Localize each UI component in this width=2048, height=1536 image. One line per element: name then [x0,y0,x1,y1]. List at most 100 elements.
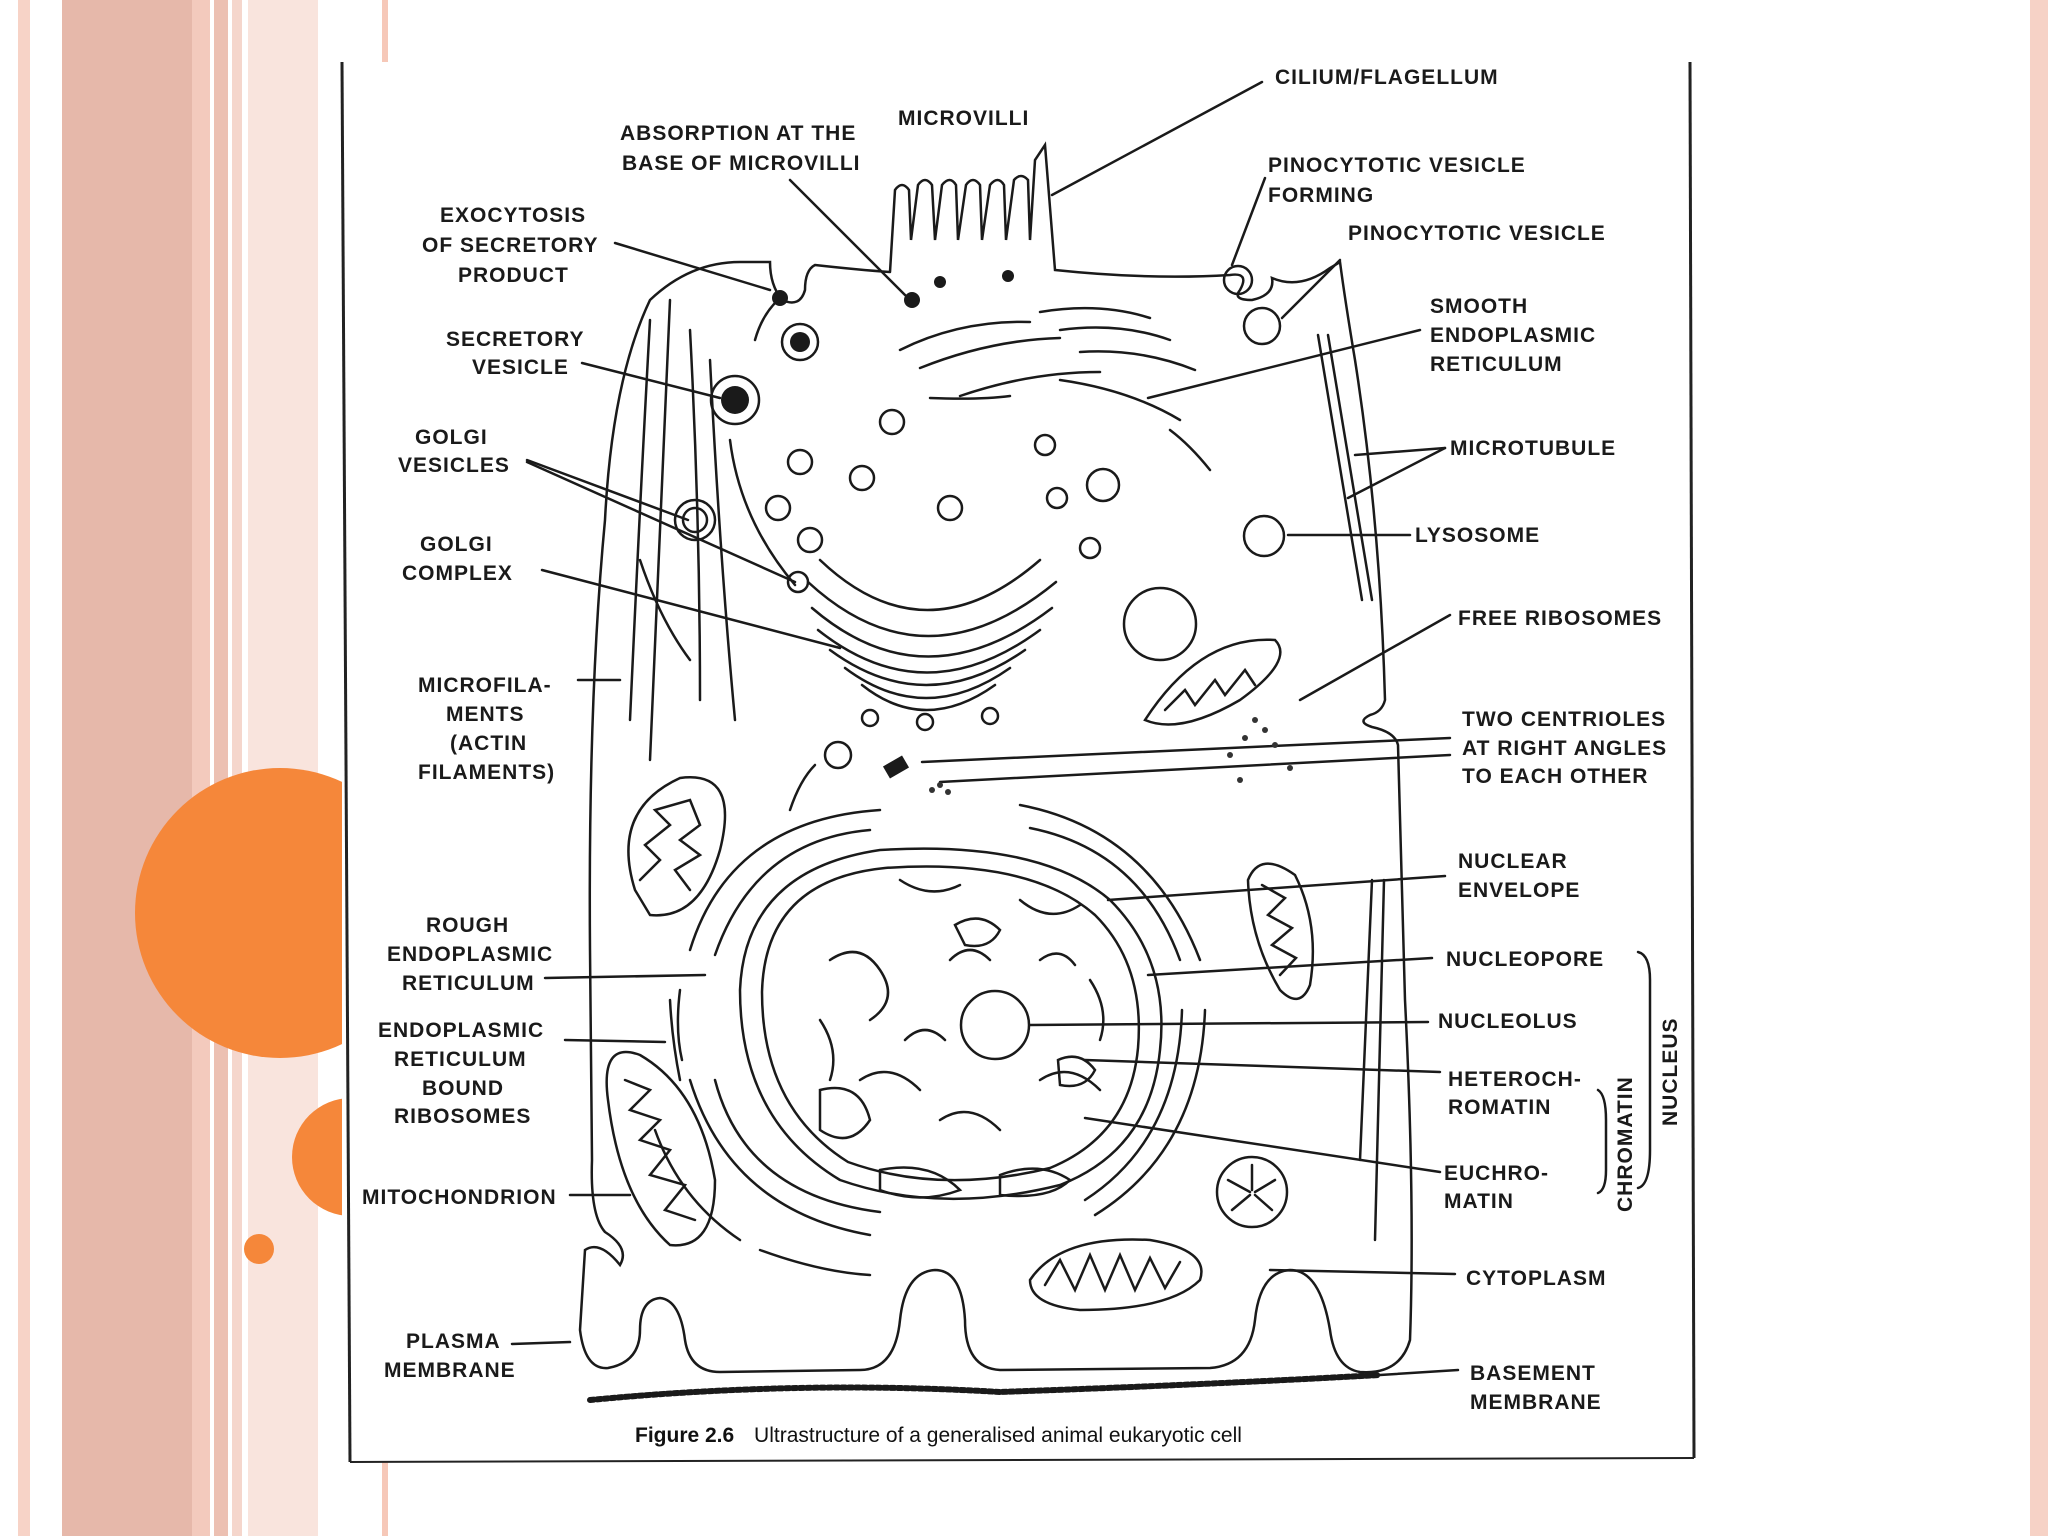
basement-membrane [587,1372,1383,1403]
heterochromatin-blob-1 [953,917,1002,948]
heterochromatin-blob-3 [818,1086,872,1140]
nuclear-envelope-outer [738,847,1163,1201]
leader-nuclear-env [1106,874,1447,902]
label-golgi-complex-1: GOLGI [420,533,493,556]
label-rough-er-3: RETICULUM [402,972,535,995]
label-basement-2: MEMBRANE [1470,1391,1602,1414]
leader-euchromatin [1083,1116,1442,1174]
rough-er-outer [676,803,1207,1237]
label-heterochromatin-2: ROMATIN [1448,1096,1551,1119]
microtubule-2 [1326,333,1374,602]
nucleolus [959,989,1031,1061]
heterochromatin-blob-2 [1056,1055,1097,1088]
secretory-ring-core [790,332,810,352]
microvilli-dot-1 [904,292,920,308]
label-smooth-er-2: ENDOPLASMIC [1430,324,1596,347]
microfilaments [628,298,737,762]
label-euchromatin-1: EUCHRO- [1444,1162,1549,1185]
microtubule-1 [1316,333,1364,602]
orange-circle-dot [244,1234,274,1264]
label-microfilaments-3: (ACTIN [450,732,527,755]
label-er-ribosomes-1: ENDOPLASMIC [378,1019,544,1042]
leader-pino-a [1280,258,1342,320]
label-smooth-er-1: SMOOTH [1430,295,1528,318]
vesicle-1 [878,408,906,436]
vesicle-3 [936,494,964,522]
free-ribosome-3 [1242,735,1248,741]
label-microfilaments-1: MICROFILA- [418,674,552,697]
free-ribosome-8 [937,782,943,788]
label-euchromatin-2: MATIN [1444,1190,1514,1213]
centriole [882,755,910,779]
mitochondrion-6 [1215,1155,1289,1229]
heterochromatin-blob-5 [998,1167,1072,1198]
label-lysosome: LYSOSOME [1415,524,1540,547]
leader-golgi-complex [540,568,842,650]
label-exocytosis-3: PRODUCT [458,264,569,287]
free-ribosome-10 [945,789,951,795]
left-stripe-1 [18,0,30,1536]
label-rough-er-2: ENDOPLASMIC [387,943,553,966]
pinocytotic-forming [1222,264,1254,296]
label-chromatin: CHROMATIN [1614,1076,1637,1212]
vesicle-4 [1033,433,1057,457]
secretory-vesicle-core [721,386,749,414]
label-cytoplasm: CYTOPLASM [1466,1267,1606,1290]
figure-border-bottom [349,1457,1695,1463]
label-smooth-er-3: RETICULUM [1430,353,1563,376]
vesicle-9 [823,740,853,770]
er-ribosomes-arc [653,998,872,1277]
leader-smooth-er [1146,328,1422,400]
vesicle-5 [1045,486,1069,510]
figure-frame [342,62,1694,1462]
golgi-vesicle-2 [915,712,935,732]
leader-cilium [1050,80,1264,197]
label-pino-forming-2: FORMING [1268,184,1374,207]
vesicle-10 [764,494,792,522]
label-microtubule: MICROTUBULE [1450,437,1616,460]
label-free-ribosomes: FREE RIBOSOMES [1458,607,1662,630]
chromatin-brace [1596,1088,1608,1195]
leader-centrioles-b [938,753,1452,784]
arrow-secretion [728,438,797,587]
leader-nucleopore [1146,956,1434,977]
golgi-vesicle-inner [681,506,709,534]
label-secretory-2: VESICLE [472,356,569,379]
label-pino-forming-1: PINOCYTOTIC VESICLE [1268,154,1526,177]
figure-border-right [1688,61,1696,1459]
label-cilium: CILIUM/FLAGELLUM [1275,66,1499,89]
label-microfilaments-4: FILAMENTS) [418,761,555,784]
vesicle-6 [1085,467,1121,503]
free-ribosome-2 [1262,727,1268,733]
leader-er-ribosomes [563,1038,667,1044]
label-nucleopore: NUCLEOPORE [1446,948,1604,971]
label-exocytosis-1: EXOCYTOSIS [440,204,586,227]
leader-absorption [788,178,907,297]
pinocytotic-vesicle [1242,306,1282,346]
leader-nucleolus [1028,1020,1430,1027]
leader-free-ribosomes [1298,613,1452,702]
figure-border-left [340,61,352,1463]
label-nucleus: NUCLEUS [1659,1017,1682,1126]
label-secretory-1: SECRETORY [446,328,585,351]
label-heterochromatin-1: HETEROCH- [1448,1068,1582,1091]
microvilli-dot-2 [934,276,946,288]
leader-microtubule-a [1353,446,1447,457]
leader-microtubule-b [1346,446,1447,500]
label-absorption-1: ABSORPTION AT THE [620,122,856,145]
label-mitochondrion: MITOCHONDRION [362,1186,557,1209]
left-stripe-5 [232,0,242,1536]
lysosome [1242,514,1286,558]
label-er-ribosomes-3: BOUND [422,1077,504,1100]
label-microvilli: MICROVILLI [898,107,1029,130]
golgi-vesicle-outer [673,498,717,542]
free-ribosome-9 [929,787,935,793]
leader-pino-forming [1230,176,1267,267]
label-basement-1: BASEMENT [1470,1362,1596,1385]
arrow-exocytosis [753,298,780,342]
mitochondrion-1 [627,776,727,917]
label-microfilaments-2: MENTS [446,703,525,726]
nuclear-envelope-inner [760,865,1141,1182]
mitochondrion-4-cristae [1043,1251,1182,1294]
